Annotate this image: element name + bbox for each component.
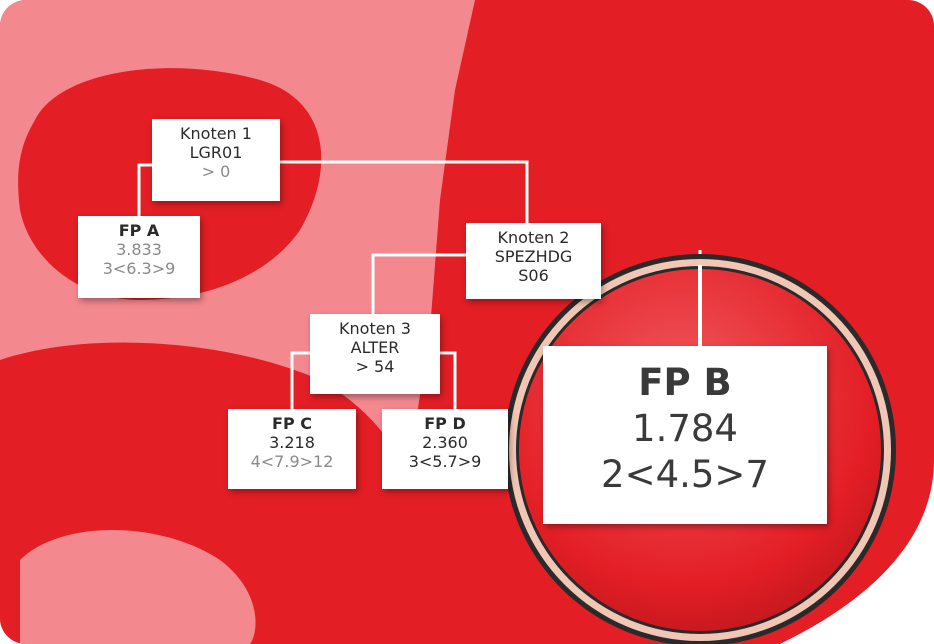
node-fp-d-value: 2.360 [422,433,468,452]
node-knoten2: Knoten 2 SPEZHDG S06 [466,223,601,299]
node-knoten3-title: Knoten 3 [339,319,411,338]
node-fp-b-range: 2<4.5>7 [601,453,769,496]
node-fp-b-title: FP B [638,361,732,404]
node-fp-a-title: FP A [118,221,160,240]
node-fp-b-magnified: FP B 1.784 2<4.5>7 [543,346,827,524]
node-knoten2-cond: S06 [518,266,549,285]
node-fp-c-range: 4<7.9>12 [250,452,334,471]
node-knoten1-title: Knoten 1 [180,124,252,143]
node-fp-c: FP C 3.218 4<7.9>12 [228,409,356,489]
edge-knoten2-knoten3 [371,253,467,317]
node-fp-a: FP A 3.833 3<6.3>9 [78,216,200,298]
node-knoten1-var: LGR01 [189,143,243,162]
edge-knoten1-fpa [137,163,155,220]
decor-blob-bottom [20,530,256,644]
node-knoten3: Knoten 3 ALTER > 54 [310,314,440,394]
node-knoten3-cond: > 54 [355,357,395,376]
edge-knoten3-fpd [440,351,457,412]
node-knoten1: Knoten 1 LGR01 > 0 [152,119,280,201]
node-knoten2-var: SPEZHDG [494,247,573,266]
node-fp-a-value: 3.833 [116,240,162,259]
node-fp-c-title: FP C [272,414,312,433]
edge-knoten3-fpc [290,351,312,412]
node-knoten1-cond: > 0 [201,162,231,181]
node-knoten2-title: Knoten 2 [497,228,570,247]
edge-knoten1-knoten2 [280,160,529,224]
corner-cut [780,460,934,644]
node-fp-d-title: FP D [424,414,466,433]
node-fp-d-range: 3<5.7>9 [408,452,482,471]
node-fp-a-range: 3<6.3>9 [102,259,176,278]
node-knoten3-var: ALTER [350,338,400,357]
node-fp-c-value: 3.218 [269,433,315,452]
node-fp-b-value: 1.784 [632,407,738,450]
connector-lines [137,160,702,412]
node-fp-d: FP D 2.360 3<5.7>9 [382,409,508,489]
